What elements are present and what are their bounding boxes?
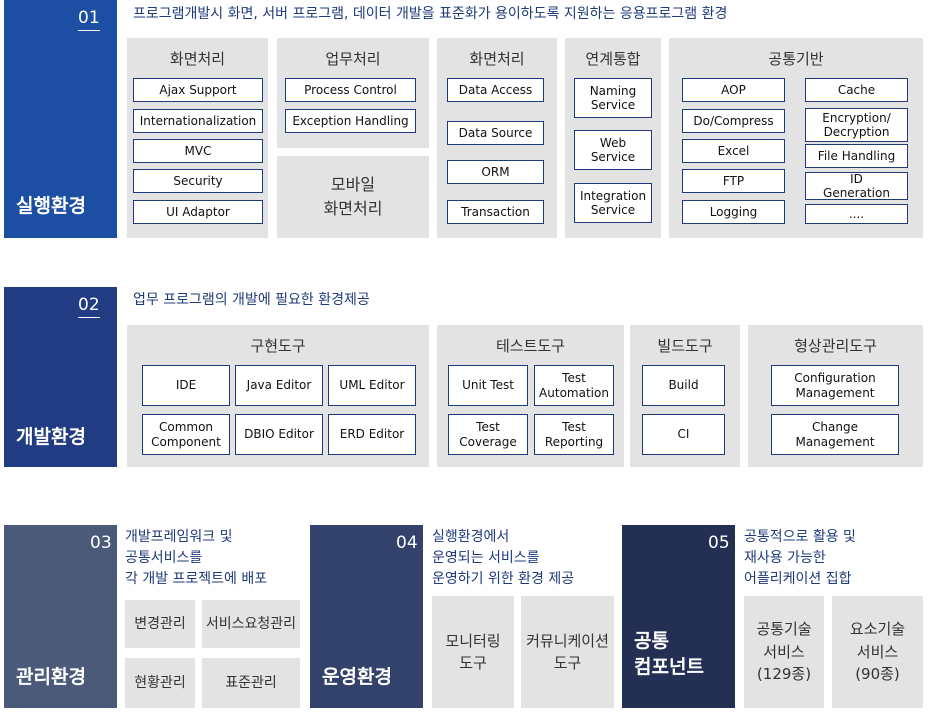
item-exception-handling: Exception Handling <box>285 109 416 133</box>
item-security: Security <box>133 169 263 193</box>
item-configuration-management: Configuration Management <box>771 365 899 406</box>
item-integration-service: Integration Service <box>574 183 652 223</box>
item-web-service: Web Service <box>574 130 652 170</box>
item-ajax-support: Ajax Support <box>133 78 263 102</box>
item-status-management: 현황관리 <box>125 658 195 708</box>
item-standard-management: 표준관리 <box>202 658 300 708</box>
panel-test-tools: 테스트도구 Unit Test Test Automation Test Cov… <box>437 325 624 467</box>
item-aop: AOP <box>682 78 785 102</box>
item-do-compress: Do/Compress <box>682 109 785 133</box>
panel-implementation-tools: 구현도구 IDE Java Editor UML Editor Common C… <box>127 325 429 467</box>
item-process-control: Process Control <box>285 78 416 102</box>
item-change-control: 변경관리 <box>125 600 195 648</box>
item-ci: CI <box>642 414 725 455</box>
item-orm: ORM <box>447 160 544 184</box>
section-03-number: 03 <box>90 533 112 553</box>
item-element-tech-services: 요소기술 서비스 (90종) <box>832 596 923 708</box>
item-more: .... <box>805 204 908 224</box>
item-excel: Excel <box>682 139 785 163</box>
panel-title: 형상관리도구 <box>794 337 877 355</box>
panel-data: 화면처리 Data Access Data Source ORM Transac… <box>437 38 557 238</box>
panel-title: 빌드도구 <box>657 337 713 355</box>
item-monitoring-tool: 모니터링 도구 <box>432 596 514 708</box>
item-service-request: 서비스요청관리 <box>202 600 300 648</box>
panel-presentation: 화면처리 Ajax Support Internationalization M… <box>127 38 268 238</box>
item-mvc: MVC <box>133 139 263 163</box>
section-02-number: 02 <box>78 295 100 318</box>
panel-config-tools: 형상관리도구 Configuration Management Change M… <box>748 325 923 467</box>
item-test-automation: Test Automation <box>534 365 614 406</box>
mobile-label: 모바일 화면처리 <box>323 175 383 218</box>
item-encryption: Encryption/ Decryption <box>805 108 908 142</box>
panel-title: 화면처리 <box>469 50 525 68</box>
section-01-description: 프로그램개발시 화면, 서버 프로그램, 데이터 개발을 표준화가 용이하도록 … <box>133 6 728 22</box>
panel-business: 업무처리 Process Control Exception Handling <box>277 38 429 148</box>
item-communication-tool: 커뮤니케이션 도구 <box>521 596 614 708</box>
panel-title: 업무처리 <box>325 50 381 68</box>
item-erd-editor: ERD Editor <box>328 414 416 455</box>
item-logging: Logging <box>682 200 785 224</box>
section-04-number: 04 <box>396 533 418 553</box>
item-data-access: Data Access <box>447 78 544 102</box>
section-05-title: 공통 컴포넌트 <box>634 630 704 678</box>
item-unit-test: Unit Test <box>448 365 528 406</box>
item-cache: Cache <box>805 78 908 102</box>
section-05-block: 05 공통 컴포넌트 <box>622 525 735 708</box>
section-02-block: 02 개발환경 <box>4 287 117 467</box>
item-common-tech-services: 공통기술 서비스 (129종) <box>744 596 824 708</box>
section-04-title: 운영환경 <box>322 666 392 688</box>
section-04-block: 04 운영환경 <box>310 525 423 708</box>
item-id-generation: ID Generation <box>805 172 908 200</box>
item-test-reporting: Test Reporting <box>534 414 614 455</box>
section-02-description: 업무 프로그램의 개발에 필요한 환경제공 <box>133 292 370 308</box>
panel-mobile: 모바일 화면처리 <box>277 156 429 238</box>
section-01-block: 01 실행환경 <box>4 0 117 238</box>
item-uml-editor: UML Editor <box>328 365 416 406</box>
item-file-handling: File Handling <box>805 144 908 168</box>
section-05-number: 05 <box>708 533 730 553</box>
section-04-description: 실행환경에서 운영되는 서비스를 운영하기 위한 환경 제공 <box>432 529 575 587</box>
panel-title: 구현도구 <box>250 337 306 355</box>
panel-integration: 연계통합 Naming Service Web Service Integrat… <box>565 38 661 238</box>
panel-foundation: 공통기반 AOP Do/Compress Excel FTP Logging C… <box>669 38 923 238</box>
item-ide: IDE <box>142 365 230 406</box>
panel-title: 공통기반 <box>768 50 824 68</box>
panel-build-tools: 빌드도구 Build CI <box>630 325 740 467</box>
item-transaction: Transaction <box>447 200 544 224</box>
item-naming-service: Naming Service <box>574 78 652 118</box>
item-build: Build <box>642 365 725 406</box>
item-internationalization: Internationalization <box>133 109 263 133</box>
panel-title: 화면처리 <box>169 50 226 68</box>
item-java-editor: Java Editor <box>235 365 323 406</box>
section-01-title: 실행환경 <box>16 195 86 217</box>
item-common-component: Common Component <box>142 414 230 455</box>
panel-title: 테스트도구 <box>495 337 565 355</box>
item-change-management: Change Management <box>771 414 899 455</box>
section-03-description: 개발프레임워크 및 공통서비스를 각 개발 프로젝트에 배포 <box>125 529 268 587</box>
item-test-coverage: Test Coverage <box>448 414 528 455</box>
section-03-block: 03 관리환경 <box>4 525 117 708</box>
section-03-title: 관리환경 <box>16 666 86 688</box>
section-02-title: 개발환경 <box>16 426 86 448</box>
section-01-number: 01 <box>78 8 100 31</box>
section-05-description: 공통적으로 활용 및 재사용 가능한 어플리케이션 집합 <box>744 529 856 587</box>
item-dbio-editor: DBIO Editor <box>235 414 323 455</box>
panel-title: 연계통합 <box>585 50 641 68</box>
item-data-source: Data Source <box>447 121 544 145</box>
item-ftp: FTP <box>682 169 785 193</box>
item-ui-adaptor: UI Adaptor <box>133 200 263 224</box>
